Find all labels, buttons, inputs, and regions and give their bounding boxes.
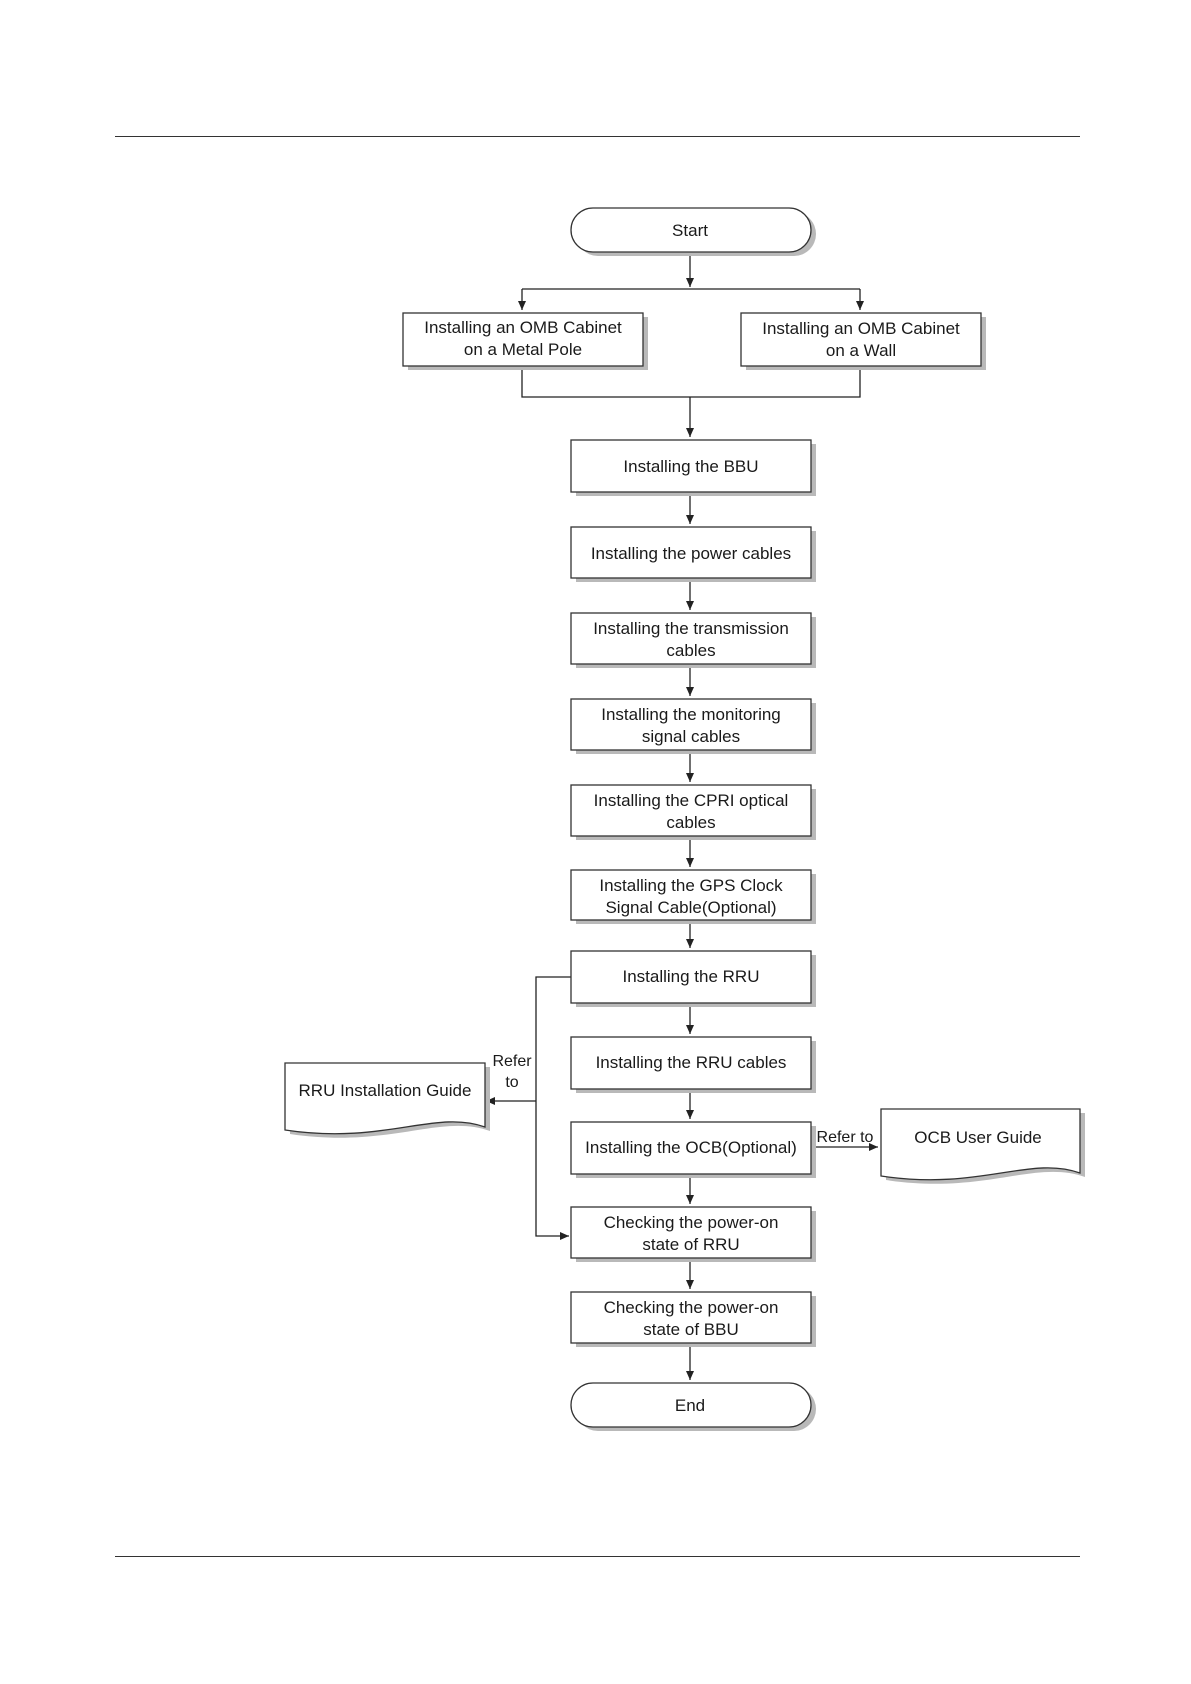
process-monitoring-cables: Installing the monitoring signal cables bbox=[570, 698, 816, 754]
rru-guide-label: RRU Installation Guide bbox=[299, 1081, 472, 1100]
omb-pole-line-2: on a Metal Pole bbox=[464, 340, 582, 359]
merge-line bbox=[521, 366, 861, 398]
process-rru: Installing the RRU bbox=[570, 950, 816, 1007]
document-rru-guide: RRU Installation Guide bbox=[284, 1062, 490, 1138]
process-check-rru: Checking the power-on state of RRU bbox=[570, 1206, 816, 1262]
refer-left-line-2: to bbox=[505, 1074, 518, 1091]
header-rule bbox=[115, 136, 1080, 137]
bbu-label: Installing the BBU bbox=[623, 457, 758, 476]
connectors bbox=[486, 252, 878, 1380]
power-cables-label: Installing the power cables bbox=[591, 544, 791, 563]
footer-rule bbox=[115, 1556, 1080, 1557]
rru-cables-label: Installing the RRU cables bbox=[596, 1053, 787, 1072]
process-power-cables: Installing the power cables bbox=[570, 526, 816, 582]
cpri-line-2: cables bbox=[666, 813, 715, 832]
check-rru-line-1: Checking the power-on bbox=[604, 1213, 779, 1232]
process-omb-pole: Installing an OMB Cabinet on a Metal Pole bbox=[402, 312, 648, 370]
end-label: End bbox=[675, 1396, 705, 1415]
process-ocb: Installing the OCB(Optional) bbox=[570, 1121, 816, 1178]
process-rru-cables: Installing the RRU cables bbox=[570, 1036, 816, 1093]
refer-left-line-1: Refer bbox=[492, 1053, 532, 1070]
refer-to-right-label: Refer to bbox=[817, 1129, 874, 1146]
transmission-line-2: cables bbox=[666, 641, 715, 660]
process-cpri-cables: Installing the CPRI optical cables bbox=[570, 784, 816, 840]
loop-rru-to-check-rru bbox=[535, 976, 571, 1240]
start-label: Start bbox=[672, 221, 708, 240]
end-node: End bbox=[570, 1382, 816, 1431]
process-bbu: Installing the BBU bbox=[570, 439, 816, 496]
gps-line-1: Installing the GPS Clock bbox=[599, 876, 783, 895]
monitoring-line-2: signal cables bbox=[642, 727, 740, 746]
ocb-label: Installing the OCB(Optional) bbox=[585, 1138, 797, 1157]
refer-to-left-label: Refer to bbox=[492, 1053, 532, 1091]
ocb-guide-label: OCB User Guide bbox=[914, 1128, 1042, 1147]
transmission-line-1: Installing the transmission bbox=[593, 619, 789, 638]
check-bbu-line-2: state of BBU bbox=[643, 1320, 738, 1339]
process-omb-wall: Installing an OMB Cabinet on a Wall bbox=[740, 312, 986, 370]
start-node: Start bbox=[570, 207, 816, 256]
gps-line-2: Signal Cable(Optional) bbox=[605, 898, 776, 917]
cpri-line-1: Installing the CPRI optical bbox=[594, 791, 789, 810]
check-bbu-line-1: Checking the power-on bbox=[604, 1298, 779, 1317]
rru-label: Installing the RRU bbox=[622, 967, 759, 986]
process-check-bbu: Checking the power-on state of BBU bbox=[570, 1291, 816, 1347]
monitoring-line-1: Installing the monitoring bbox=[601, 705, 781, 724]
omb-wall-line-1: Installing an OMB Cabinet bbox=[762, 319, 960, 338]
omb-pole-line-1: Installing an OMB Cabinet bbox=[424, 318, 622, 337]
process-transmission-cables: Installing the transmission cables bbox=[570, 612, 816, 668]
omb-wall-line-2: on a Wall bbox=[826, 341, 896, 360]
document-ocb-guide: OCB User Guide bbox=[880, 1108, 1085, 1184]
check-rru-line-2: state of RRU bbox=[642, 1235, 739, 1254]
